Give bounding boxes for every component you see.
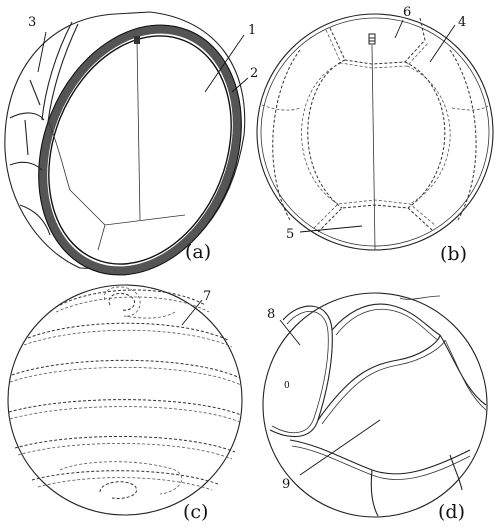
panel-b-ball-outline xyxy=(256,13,494,251)
panel-c-top-curl-2 xyxy=(103,286,176,319)
panel-c-band-2b xyxy=(23,329,233,348)
panel-d-seam-top xyxy=(399,295,441,300)
panel-a-leader-2 xyxy=(231,77,249,93)
panel-a-rim-inner xyxy=(48,35,232,265)
panel-c-band-4b xyxy=(9,406,241,423)
panel-b-bottom-pentagon-2 xyxy=(313,199,437,229)
panel-b-bottom-pentagon xyxy=(317,204,433,233)
panel-d-seam-diag xyxy=(317,334,441,421)
panel-d-seam-central xyxy=(331,303,441,336)
panel-a-rim-outer xyxy=(38,24,242,276)
panel-b-seam-right xyxy=(404,61,446,209)
panel-b-top-pentagon-2 xyxy=(325,29,430,69)
callout-6: 6 xyxy=(403,5,411,20)
panel-b-leader-4 xyxy=(429,24,456,63)
panel-c-bottom-curl-2 xyxy=(59,461,182,495)
callout-1: 1 xyxy=(248,23,256,38)
panel-b-top-pentagon xyxy=(329,17,426,65)
panel-d-seam-bottom xyxy=(370,469,379,517)
panel-d: 0 8 9 (d) xyxy=(262,292,488,523)
panel-c-ball-outline xyxy=(7,284,243,516)
panel-a-rim-edge xyxy=(38,24,242,276)
panel-d-ball-outline xyxy=(262,292,488,518)
panel-b-valve-icon xyxy=(368,33,376,45)
panel-b-seam-left xyxy=(307,59,346,209)
panel-b-seam-right-2 xyxy=(406,65,451,205)
panel-c-band-3 xyxy=(11,359,241,379)
panel-a-outer-seam-4 xyxy=(9,161,43,171)
panel-a-leader-1 xyxy=(204,34,245,93)
panel-d-leader-9 xyxy=(299,419,381,476)
panel-b-seam-left-2 xyxy=(301,62,342,205)
panel-c-band-3b xyxy=(9,366,242,386)
panel-b-seam-far-left xyxy=(272,49,301,221)
panel-a-valve xyxy=(134,36,140,44)
panel-a-outer-seam-1 xyxy=(41,21,73,121)
callout-4: 4 xyxy=(458,15,466,30)
panel-c-top-curl xyxy=(108,292,135,311)
panel-a-inner-panel-3 xyxy=(47,119,71,191)
panel-d-seam-diag-2 xyxy=(321,339,446,425)
callout-5: 5 xyxy=(286,227,294,242)
panel-c-band-4 xyxy=(8,399,242,416)
panel-d-seam-bottom-right xyxy=(449,454,463,491)
callout-9: 9 xyxy=(282,477,290,492)
panel-a-inner-seam xyxy=(136,39,141,221)
panel-c-band-1b xyxy=(55,296,210,313)
panel-c-leader-7 xyxy=(181,299,203,326)
callout-3: 3 xyxy=(28,15,36,30)
panel-a-outer-seam-2 xyxy=(47,23,79,123)
panel-c-bottom-curl xyxy=(99,481,138,499)
callout-7: 7 xyxy=(203,289,211,304)
panel-b-seam-mid-right xyxy=(451,105,489,111)
panel-a-outer-seam-3 xyxy=(9,112,45,121)
panel-d-panel-left xyxy=(269,305,333,438)
panel-d-seam-central-2 xyxy=(335,308,439,341)
panel-c: 7 (c) xyxy=(7,284,243,523)
panel-c-band-5 xyxy=(14,436,236,453)
panel-b-seam-mid-left xyxy=(261,104,301,111)
panel-d-seam-right xyxy=(439,334,487,406)
panel-b-caption: (b) xyxy=(440,243,467,265)
panel-d-seam-right-2 xyxy=(444,339,487,411)
panel-c-band-1 xyxy=(59,289,206,306)
panel-b-center-line xyxy=(371,44,376,251)
panel-c-band-2 xyxy=(27,322,229,341)
panel-a: 1 2 3 (a) xyxy=(4,11,258,276)
panel-d-panel-left-2 xyxy=(271,310,329,434)
panel-a-caption: (a) xyxy=(185,241,211,263)
panel-a-outer-seam-6 xyxy=(24,79,41,156)
panel-d-leader-8 xyxy=(279,319,301,346)
panel-c-band-6b xyxy=(37,477,213,491)
panel-b-seam-far-right xyxy=(449,49,477,221)
callout-2: 2 xyxy=(250,66,258,81)
panel-b-ball-outline-2 xyxy=(260,17,490,247)
panel-a-leader-3 xyxy=(37,31,47,73)
panel-a-inner-panel-2 xyxy=(97,224,106,251)
panel-b-leader-5 xyxy=(299,225,363,233)
panel-c-band-5b xyxy=(17,443,233,460)
panel-d-small-mark: 0 xyxy=(284,381,290,391)
panel-b: 4 5 6 (b) xyxy=(256,5,494,265)
panel-b-leader-6 xyxy=(394,19,404,39)
panel-a-inner-panel xyxy=(69,189,186,226)
callout-8: 8 xyxy=(267,307,275,322)
panel-a-outer-seam-5 xyxy=(19,204,51,236)
panel-d-caption: (d) xyxy=(438,501,465,523)
panel-c-caption: (c) xyxy=(183,501,208,523)
